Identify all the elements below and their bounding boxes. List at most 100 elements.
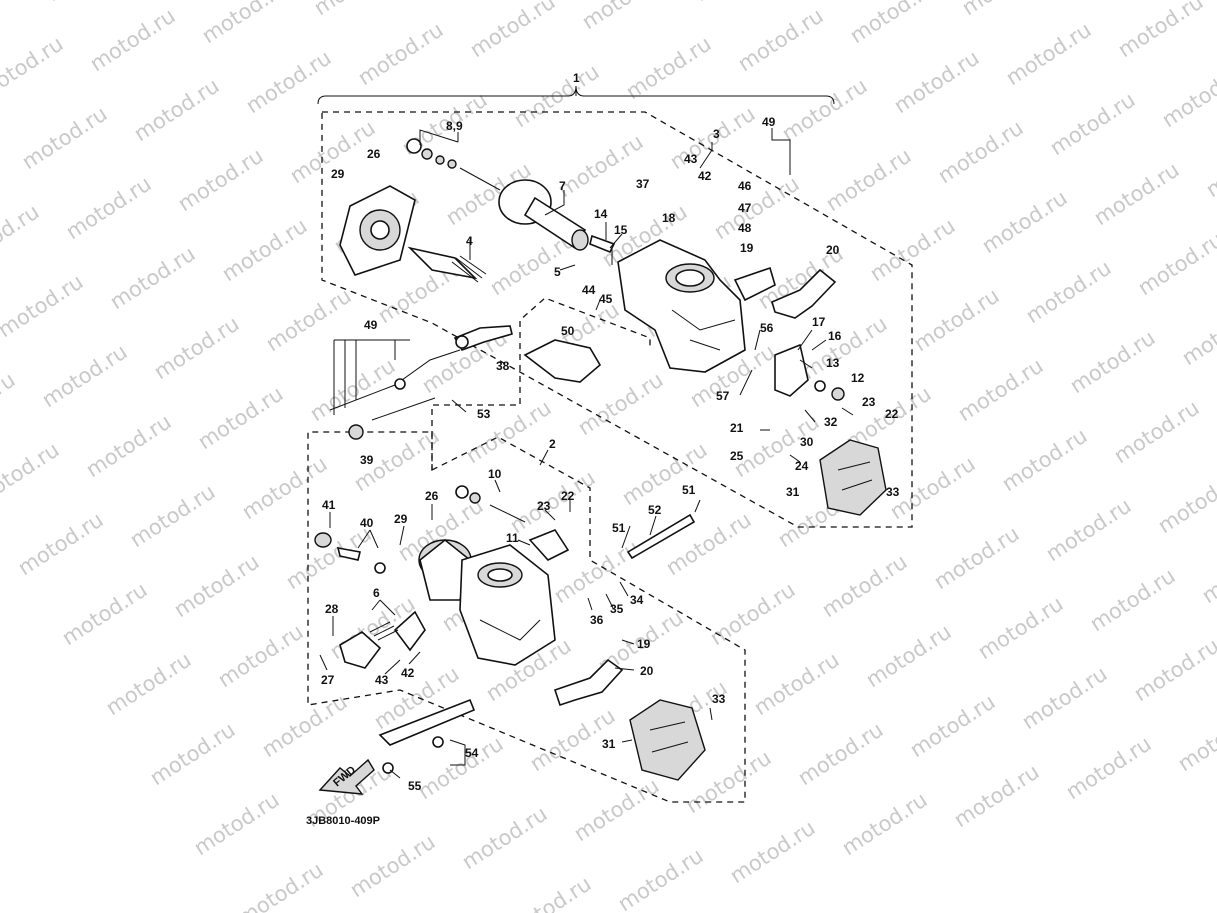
- link-11: [528, 529, 570, 561]
- choke-lever-20: [771, 268, 837, 319]
- callout-c19b: 19: [637, 637, 651, 651]
- callout-c18: 18: [662, 211, 676, 225]
- callout-c16: 16: [828, 329, 842, 343]
- callout-c4: 4: [466, 234, 473, 248]
- callout-c51a: 51: [682, 483, 696, 497]
- watermark-text: motod.ru: [614, 844, 708, 913]
- bracket-50: [523, 339, 602, 383]
- callout-c23b: 23: [537, 499, 551, 513]
- watermark-text: motod.ru: [1158, 60, 1217, 133]
- watermark-text: motod.ru: [414, 732, 508, 805]
- watermark-text: motod.ru: [82, 410, 176, 483]
- watermark-text: motod.ru: [42, 0, 136, 6]
- watermark-text: motod.ru: [978, 186, 1072, 259]
- watermark-text: motod.ru: [1022, 256, 1116, 329]
- callout-c19a: 19: [740, 241, 754, 255]
- watermark-text: motod.ru: [346, 830, 440, 903]
- carburetor-body-upper: [617, 239, 776, 373]
- diaphragm-piston-7: [498, 179, 589, 251]
- watermark-text: motod.ru: [1086, 564, 1180, 637]
- callout-c38: 38: [496, 359, 510, 373]
- callout-c40: 40: [360, 516, 374, 530]
- watermark-text: motod.ru: [1046, 88, 1140, 161]
- watermark-text: motod.ru: [506, 466, 600, 539]
- callout-c47: 47: [738, 201, 752, 215]
- watermark-text: motod.ru: [262, 284, 356, 357]
- watermark-text: motod.ru: [1066, 326, 1160, 399]
- watermark-text: motod.ru: [218, 214, 312, 287]
- callout-c33a: 33: [886, 485, 900, 499]
- watermark-text: motod.ru: [0, 368, 20, 441]
- callout-c49a: 49: [762, 115, 776, 129]
- watermark-text: motod.ru: [570, 774, 664, 847]
- float-bowl-31-lower: [629, 699, 706, 781]
- lower-carburetor-boundary: [307, 431, 746, 803]
- watermark-text: motod.ru: [0, 200, 44, 273]
- watermark-text: motod.ru: [710, 172, 804, 245]
- watermark-text: motod.ru: [954, 354, 1048, 427]
- callout-labels: 1 8,9 3 49 26 29 7 43 42 37 46 47 48 14 …: [321, 71, 900, 793]
- callout-c14: 14: [594, 207, 608, 221]
- watermark-text: motod.ru: [214, 620, 308, 693]
- watermark-text: motod.ru: [1062, 732, 1156, 805]
- watermark-text: motod.ru: [818, 550, 912, 623]
- watermark-text: motod.ru: [198, 0, 292, 48]
- watermark-text: motod.ru: [14, 508, 108, 581]
- callout-c35: 35: [610, 602, 624, 616]
- watermark-text: motod.ru: [734, 4, 828, 77]
- watermark-text: motod.ru: [974, 592, 1068, 665]
- callout-c25: 25: [730, 449, 744, 463]
- watermark-text: motod.ru: [130, 74, 224, 147]
- watermark-text: motod.ru: [1198, 536, 1217, 609]
- watermark-text: motod.ru: [462, 396, 556, 469]
- watermark-text: motod.ru: [1154, 466, 1217, 539]
- callout-c26b: 26: [425, 489, 439, 503]
- float-needle-valve-12-13: [774, 343, 845, 401]
- callout-c46: 46: [738, 179, 752, 193]
- watermark-text: motod.ru: [622, 32, 716, 105]
- watermark-text: motod.ru: [126, 480, 220, 553]
- callout-c24: 24: [795, 459, 809, 473]
- watermark-text: motod.ru: [726, 816, 820, 889]
- callout-c21: 21: [730, 421, 744, 435]
- leader-lines: [319, 86, 854, 779]
- watermark-text: motod.ru: [1174, 704, 1217, 777]
- callout-c2: 2: [549, 437, 556, 451]
- callout-c27: 27: [321, 673, 335, 687]
- callout-c45: 45: [599, 292, 613, 306]
- watermark-text: motod.ru: [458, 802, 552, 875]
- callout-c42b: 42: [401, 666, 415, 680]
- callout-c34: 34: [630, 593, 644, 607]
- watermark-text: motod.ru: [0, 32, 68, 105]
- watermark-text: motod.ru: [242, 46, 336, 119]
- watermark-text: motod.ru: [822, 144, 916, 217]
- watermark-text: motod.ru: [554, 130, 648, 203]
- fuel-pipe-52: [626, 513, 696, 560]
- callout-c36: 36: [590, 613, 604, 627]
- callout-c44: 44: [582, 283, 596, 297]
- watermark-text: motod.ru: [958, 0, 1052, 20]
- callout-c55: 55: [408, 779, 422, 793]
- callout-c50: 50: [561, 324, 575, 338]
- watermark-text: motod.ru: [934, 116, 1028, 189]
- watermark-text: motod.ru: [502, 872, 596, 913]
- callout-c54: 54: [465, 746, 479, 760]
- watermark-text: motod.ru: [106, 242, 200, 315]
- throttle-valve-40-41: [314, 532, 386, 574]
- callout-c29b: 29: [394, 512, 408, 526]
- watermark-text: motod.ru: [886, 452, 980, 525]
- float-bowl-31-upper: [819, 439, 887, 516]
- watermark-text: motod.ru: [778, 74, 872, 147]
- callout-c57: 57: [716, 389, 730, 403]
- callout-c43b: 43: [375, 673, 389, 687]
- watermark-text: motod.ru: [466, 0, 560, 62]
- callout-c89: 8,9: [446, 119, 463, 133]
- watermark-text: motod.ru: [1114, 0, 1208, 62]
- watermark-text: motod.ru: [910, 284, 1004, 357]
- linkage-rod-49: [329, 349, 461, 440]
- callout-c22a: 22: [885, 407, 899, 421]
- watermark-text: motod.ru: [838, 788, 932, 861]
- watermark-text: motod.ru: [578, 0, 672, 34]
